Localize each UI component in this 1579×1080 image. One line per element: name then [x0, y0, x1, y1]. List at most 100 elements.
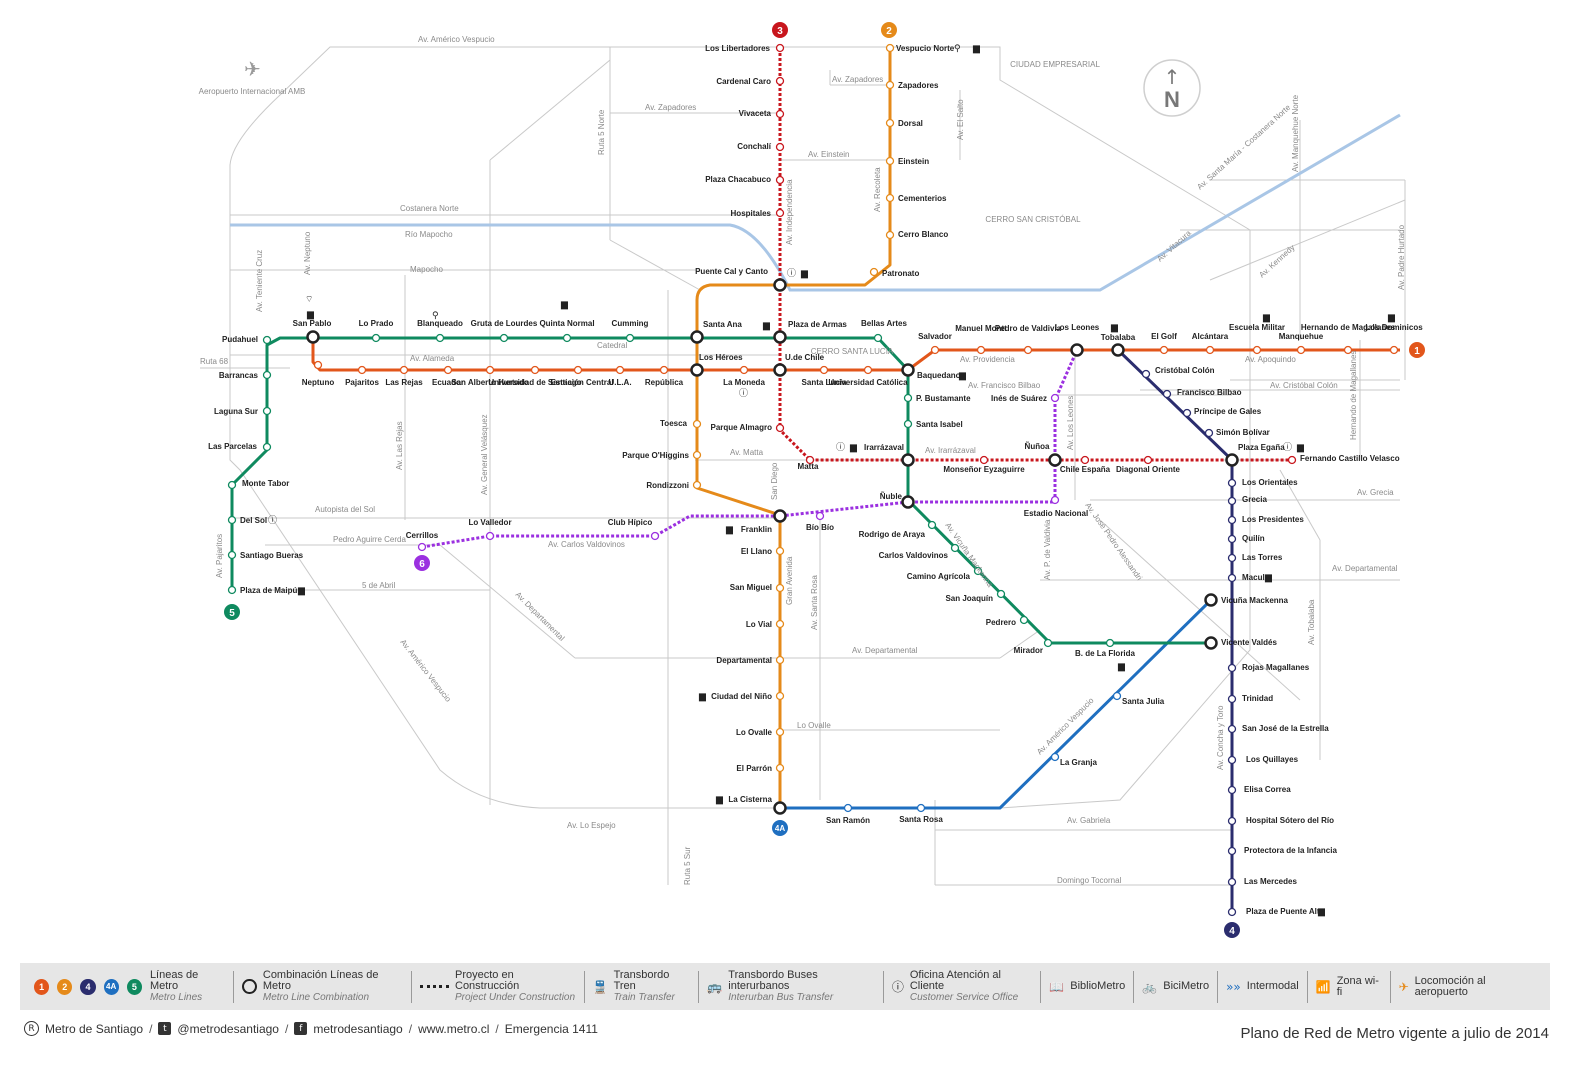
station-dot[interactable] [979, 455, 989, 465]
station-dot[interactable] [903, 393, 913, 403]
station-dot[interactable] [885, 193, 895, 203]
station-dot[interactable] [443, 365, 453, 375]
station-dot[interactable] [650, 531, 660, 541]
station-dot[interactable] [1227, 496, 1237, 506]
station-dot[interactable] [930, 345, 940, 355]
interchange-station-dot[interactable] [901, 495, 915, 509]
station-dot[interactable] [1227, 663, 1237, 673]
station-dot[interactable] [976, 345, 986, 355]
interchange-station-dot[interactable] [773, 801, 787, 815]
station-dot[interactable] [659, 365, 669, 375]
station-dot[interactable] [1227, 515, 1237, 525]
station-dot[interactable] [1227, 534, 1237, 544]
station-dot[interactable] [1227, 846, 1237, 856]
station-dot[interactable] [973, 566, 983, 576]
station-dot[interactable] [227, 550, 237, 560]
station-dot[interactable] [775, 142, 785, 152]
station-dot[interactable] [1019, 615, 1029, 625]
interchange-station-dot[interactable] [1048, 453, 1062, 467]
station-dot[interactable] [1143, 455, 1153, 465]
footer-facebook-link[interactable]: metrodesantiago [313, 1021, 403, 1036]
interchange-station-dot[interactable] [1204, 593, 1218, 607]
station-dot[interactable] [1227, 755, 1237, 765]
station-dot[interactable] [775, 655, 785, 665]
station-dot[interactable] [805, 455, 815, 465]
station-dot[interactable] [775, 546, 785, 556]
station-dot[interactable] [262, 442, 272, 452]
station-dot[interactable] [815, 511, 825, 521]
footer-site-link[interactable]: www.metro.cl [418, 1021, 490, 1036]
station-dot[interactable] [996, 589, 1006, 599]
station-dot[interactable] [885, 118, 895, 128]
station-dot[interactable] [615, 365, 625, 375]
station-dot[interactable] [1389, 345, 1399, 355]
station-dot[interactable] [1343, 345, 1353, 355]
station-dot[interactable] [775, 43, 785, 53]
station-dot[interactable] [1227, 907, 1237, 917]
station-dot[interactable] [1227, 785, 1237, 795]
station-dot[interactable] [313, 360, 323, 370]
interchange-station-dot[interactable] [690, 363, 704, 377]
station-dot[interactable] [775, 109, 785, 119]
interchange-station-dot[interactable] [1070, 343, 1084, 357]
interchange-station-dot[interactable] [773, 363, 787, 377]
station-dot[interactable] [485, 365, 495, 375]
station-dot[interactable] [692, 419, 702, 429]
footer-twitter-link[interactable]: @metrodesantiago [177, 1021, 279, 1036]
station-dot[interactable] [1227, 816, 1237, 826]
station-dot[interactable] [775, 76, 785, 86]
station-dot[interactable] [485, 531, 495, 541]
station-dot[interactable] [927, 520, 937, 530]
station-dot[interactable] [843, 803, 853, 813]
station-dot[interactable] [262, 335, 272, 345]
interchange-station-dot[interactable] [901, 363, 915, 377]
station-dot[interactable] [1287, 455, 1297, 465]
interchange-station-dot[interactable] [690, 330, 704, 344]
station-dot[interactable] [1227, 478, 1237, 488]
station-dot[interactable] [399, 365, 409, 375]
station-dot[interactable] [885, 230, 895, 240]
station-dot[interactable] [775, 619, 785, 629]
station-dot[interactable] [1023, 345, 1033, 355]
station-dot[interactable] [1050, 752, 1060, 762]
station-dot[interactable] [692, 480, 702, 490]
station-dot[interactable] [950, 543, 960, 553]
station-dot[interactable] [227, 585, 237, 595]
station-dot[interactable] [692, 450, 702, 460]
station-dot[interactable] [499, 333, 509, 343]
station-dot[interactable] [227, 480, 237, 490]
station-dot[interactable] [1296, 345, 1306, 355]
station-dot[interactable] [903, 419, 913, 429]
station-dot[interactable] [371, 333, 381, 343]
interchange-station-dot[interactable] [773, 330, 787, 344]
station-dot[interactable] [1043, 638, 1053, 648]
station-dot[interactable] [262, 406, 272, 416]
station-dot[interactable] [1112, 691, 1122, 701]
station-dot[interactable] [1159, 345, 1169, 355]
station-dot[interactable] [435, 333, 445, 343]
interchange-station-dot[interactable] [1111, 343, 1125, 357]
station-dot[interactable] [562, 333, 572, 343]
station-dot[interactable] [625, 333, 635, 343]
station-dot[interactable] [873, 333, 883, 343]
interchange-station-dot[interactable] [1204, 636, 1218, 650]
station-dot[interactable] [227, 515, 237, 525]
station-dot[interactable] [775, 583, 785, 593]
station-dot[interactable] [1227, 694, 1237, 704]
station-dot[interactable] [819, 365, 829, 375]
station-dot[interactable] [1227, 553, 1237, 563]
station-dot[interactable] [885, 43, 895, 53]
interchange-station-dot[interactable] [901, 453, 915, 467]
station-dot[interactable] [775, 763, 785, 773]
station-dot[interactable] [1227, 573, 1237, 583]
station-dot[interactable] [1050, 495, 1060, 505]
station-dot[interactable] [530, 365, 540, 375]
station-dot[interactable] [739, 365, 749, 375]
station-dot[interactable] [262, 370, 272, 380]
station-dot[interactable] [775, 691, 785, 701]
station-dot[interactable] [573, 365, 583, 375]
station-dot[interactable] [885, 80, 895, 90]
station-dot[interactable] [1205, 345, 1215, 355]
station-dot[interactable] [357, 365, 367, 375]
station-dot[interactable] [1050, 393, 1060, 403]
